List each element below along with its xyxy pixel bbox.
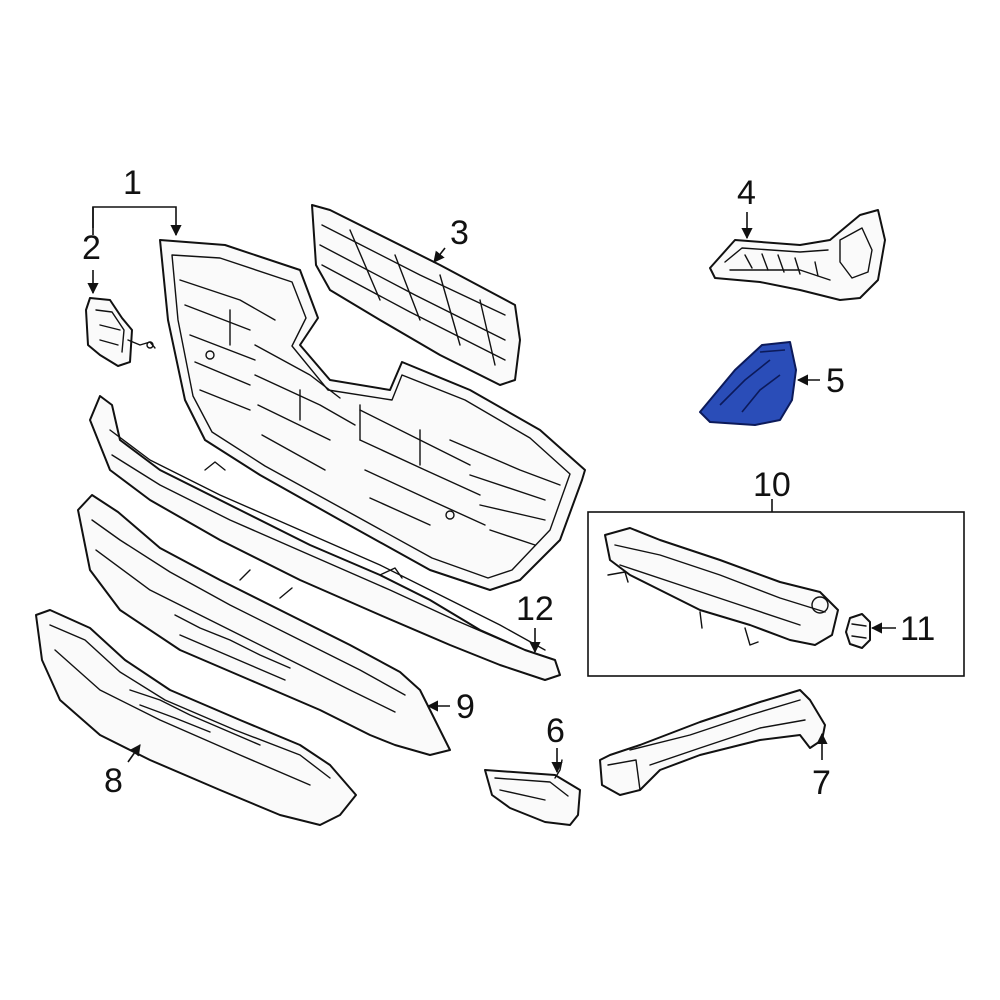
svg-text:6: 6	[546, 712, 565, 750]
svg-text:2: 2	[82, 229, 101, 267]
part-9-absorber[interactable]	[77, 494, 451, 756]
part-10-deflector[interactable]	[604, 527, 839, 646]
svg-text:8: 8	[104, 762, 123, 800]
svg-text:12: 12	[516, 590, 554, 628]
svg-text:9: 9	[456, 688, 475, 726]
callout-3: 3	[433, 214, 469, 263]
part-3-insert[interactable]	[311, 204, 521, 386]
svg-text:5: 5	[826, 362, 845, 400]
callout-10: 10	[753, 466, 791, 512]
svg-text:1: 1	[123, 164, 142, 202]
part-5-fog-lamp-cover[interactable]	[699, 341, 797, 426]
part-8-valance[interactable]	[35, 609, 357, 826]
callout-6: 6	[546, 712, 565, 774]
part-11-clip[interactable]	[845, 613, 871, 649]
part-10-group-box	[587, 511, 965, 677]
part-1-grille[interactable]	[159, 239, 586, 591]
svg-text:4: 4	[737, 174, 756, 212]
svg-text:10: 10	[753, 466, 791, 504]
callout-5: 5	[796, 362, 845, 400]
callout-9: 9	[426, 688, 475, 726]
callout-11: 11	[870, 610, 935, 648]
callout-12: 12	[516, 590, 554, 654]
part-12-beam[interactable]	[89, 395, 561, 681]
svg-text:3: 3	[450, 214, 469, 252]
callout-7: 7	[812, 732, 831, 802]
callout-2: 2	[82, 229, 101, 295]
svg-text:7: 7	[812, 764, 831, 802]
callout-4: 4	[737, 174, 756, 240]
part-4-bezel[interactable]	[709, 209, 886, 301]
svg-text:11: 11	[900, 610, 935, 648]
part-7-air-duct[interactable]	[599, 689, 826, 796]
part-2-bracket[interactable]	[85, 297, 156, 367]
callout-1: 1	[92, 164, 182, 237]
callout-8: 8	[104, 744, 141, 800]
part-6-duct[interactable]	[484, 759, 581, 826]
